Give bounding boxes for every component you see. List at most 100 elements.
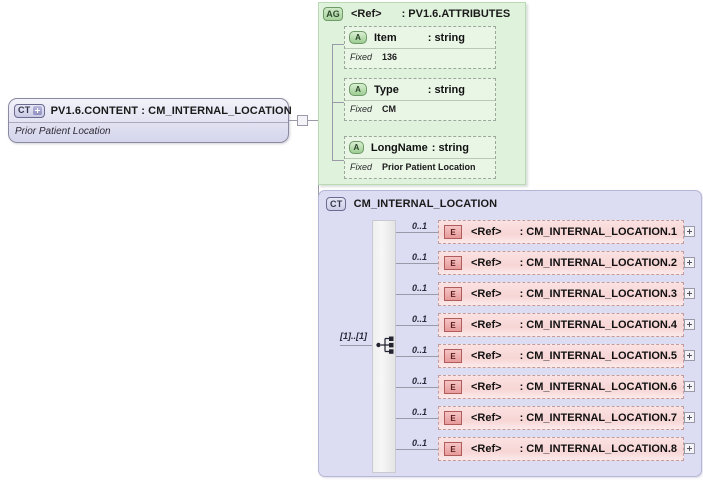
attribute-type-name: Type: [374, 83, 399, 96]
attribute-group-ref: <Ref>: [351, 8, 382, 20]
element-name: : CM_INTERNAL_LOCATION.1: [519, 226, 678, 238]
ct-icon: CT: [326, 197, 346, 211]
connector-to-sequence: [340, 345, 372, 346]
element-ref: <Ref>: [471, 412, 502, 424]
fixed-label: Fixed: [350, 162, 373, 172]
element-name: : CM_INTERNAL_LOCATION.6: [519, 381, 678, 393]
element-row-5[interactable]: E <Ref> : CM_INTERNAL_LOCATION.5: [438, 344, 684, 368]
element-row-1[interactable]: E <Ref> : CM_INTERNAL_LOCATION.1: [438, 220, 684, 244]
attribute-icon: A: [349, 141, 364, 154]
connector-element-5: [396, 356, 438, 357]
connector-element-1: [396, 232, 438, 233]
ct-badge-label: CT: [330, 198, 343, 209]
element-2-expand-icon[interactable]: [684, 257, 695, 268]
attribute-longname-header: A LongName : string: [345, 137, 495, 159]
element-name: : CM_INTERNAL_LOCATION.3: [519, 288, 678, 300]
element-name: : CM_INTERNAL_LOCATION.2: [519, 257, 678, 269]
root-complextype-box[interactable]: CT PV1.6.CONTENT : CM_INTERNAL_LOCATION …: [8, 98, 292, 143]
element-name: : CM_INTERNAL_LOCATION.5: [519, 350, 678, 362]
connector-attr-1: [332, 44, 344, 45]
element-4-expand-icon[interactable]: [684, 319, 695, 330]
fixed-label: Fixed: [350, 52, 373, 62]
occurrence-element-4: 0..1: [412, 314, 428, 324]
cardinality-label: [1]..[1]: [340, 331, 367, 341]
attribute-item-type: : string: [427, 31, 465, 44]
ct-plus-icon[interactable]: CT: [14, 103, 45, 118]
root-title: PV1.6.CONTENT : CM_INTERNAL_LOCATION: [50, 104, 292, 117]
attribute-item-header: A Item : string: [345, 27, 495, 49]
element-row-4[interactable]: E <Ref> : CM_INTERNAL_LOCATION.4: [438, 313, 684, 337]
attribute-item-fixed: Fixed 136: [345, 49, 495, 62]
occurrence-element-7: 0..1: [412, 407, 428, 417]
connector-element-2: [396, 263, 438, 264]
fixed-value: CM: [382, 104, 397, 114]
sequence-icon[interactable]: [376, 334, 398, 356]
element-name: : CM_INTERNAL_LOCATION.7: [519, 412, 678, 424]
element-ref: <Ref>: [471, 443, 502, 455]
attribute-group-header: AG <Ref> : PV1.6.ATTRIBUTES: [319, 3, 525, 21]
element-row-6[interactable]: E <Ref> : CM_INTERNAL_LOCATION.6: [438, 375, 684, 399]
root-expand-box[interactable]: [297, 115, 308, 126]
connector-trunk-stub: [308, 120, 318, 121]
element-icon: E: [444, 287, 462, 301]
element-icon: E: [444, 318, 462, 332]
attribute-card-longname[interactable]: A LongName : string Fixed Prior Patient …: [344, 136, 496, 179]
element-7-expand-icon[interactable]: [684, 412, 695, 423]
element-row-8[interactable]: E <Ref> : CM_INTERNAL_LOCATION.8: [438, 437, 684, 461]
attribute-card-type[interactable]: A Type : string Fixed CM: [344, 78, 496, 121]
element-icon: E: [444, 411, 462, 425]
attribute-longname-type: : string: [431, 141, 469, 154]
element-ref: <Ref>: [471, 319, 502, 331]
attribute-type-fixed: Fixed CM: [345, 101, 495, 114]
fixed-label: Fixed: [350, 104, 373, 114]
element-ref: <Ref>: [471, 226, 502, 238]
element-1-expand-icon[interactable]: [684, 226, 695, 237]
connector-element-7: [396, 418, 438, 419]
element-icon: E: [444, 380, 462, 394]
attribute-longname-fixed: Fixed Prior Patient Location: [345, 159, 495, 172]
element-6-expand-icon[interactable]: [684, 381, 695, 392]
attribute-type-type: : string: [427, 83, 465, 96]
element-row-3[interactable]: E <Ref> : CM_INTERNAL_LOCATION.3: [438, 282, 684, 306]
connector-element-6: [396, 387, 438, 388]
occurrence-element-8: 0..1: [412, 438, 428, 448]
element-name: : CM_INTERNAL_LOCATION.4: [519, 319, 678, 331]
element-3-expand-icon[interactable]: [684, 288, 695, 299]
connector-attr-2: [332, 102, 344, 103]
connector-attr-3: [332, 160, 344, 161]
occurrence-element-3: 0..1: [412, 283, 428, 293]
element-ref: <Ref>: [471, 288, 502, 300]
fixed-value: 136: [382, 52, 398, 62]
attribute-type-header: A Type : string: [345, 79, 495, 101]
attribute-item-name: Item: [374, 31, 397, 44]
element-icon: E: [444, 442, 462, 456]
element-8-expand-icon[interactable]: [684, 443, 695, 454]
attribute-card-item[interactable]: A Item : string Fixed 136: [344, 26, 496, 69]
occurrence-element-5: 0..1: [412, 345, 428, 355]
element-name: : CM_INTERNAL_LOCATION.8: [519, 443, 678, 455]
occurrence-element-2: 0..1: [412, 252, 428, 262]
occurrence-element-6: 0..1: [412, 376, 428, 386]
element-icon: E: [444, 349, 462, 363]
occurrence-element-1: 0..1: [412, 221, 428, 231]
connector-element-3: [396, 294, 438, 295]
attribute-group-name: : PV1.6.ATTRIBUTES: [401, 8, 511, 20]
element-row-2[interactable]: E <Ref> : CM_INTERNAL_LOCATION.2: [438, 251, 684, 275]
complextype-title: CM_INTERNAL_LOCATION: [353, 198, 498, 210]
fixed-value: Prior Patient Location: [382, 162, 476, 172]
ag-icon: AG: [323, 7, 343, 21]
connector-root-stub: [289, 120, 297, 121]
connector-element-4: [396, 325, 438, 326]
connector-element-8: [396, 449, 438, 450]
plus-icon[interactable]: [32, 106, 42, 115]
element-ref: <Ref>: [471, 350, 502, 362]
attribute-icon: A: [349, 83, 367, 96]
element-5-expand-icon[interactable]: [684, 350, 695, 361]
attribute-icon: A: [349, 31, 367, 44]
attribute-longname-name: LongName: [370, 141, 428, 154]
element-icon: E: [444, 225, 462, 239]
root-header: CT PV1.6.CONTENT : CM_INTERNAL_LOCATION: [9, 99, 292, 123]
ct-badge-label: CT: [18, 105, 31, 115]
element-row-7[interactable]: E <Ref> : CM_INTERNAL_LOCATION.7: [438, 406, 684, 430]
